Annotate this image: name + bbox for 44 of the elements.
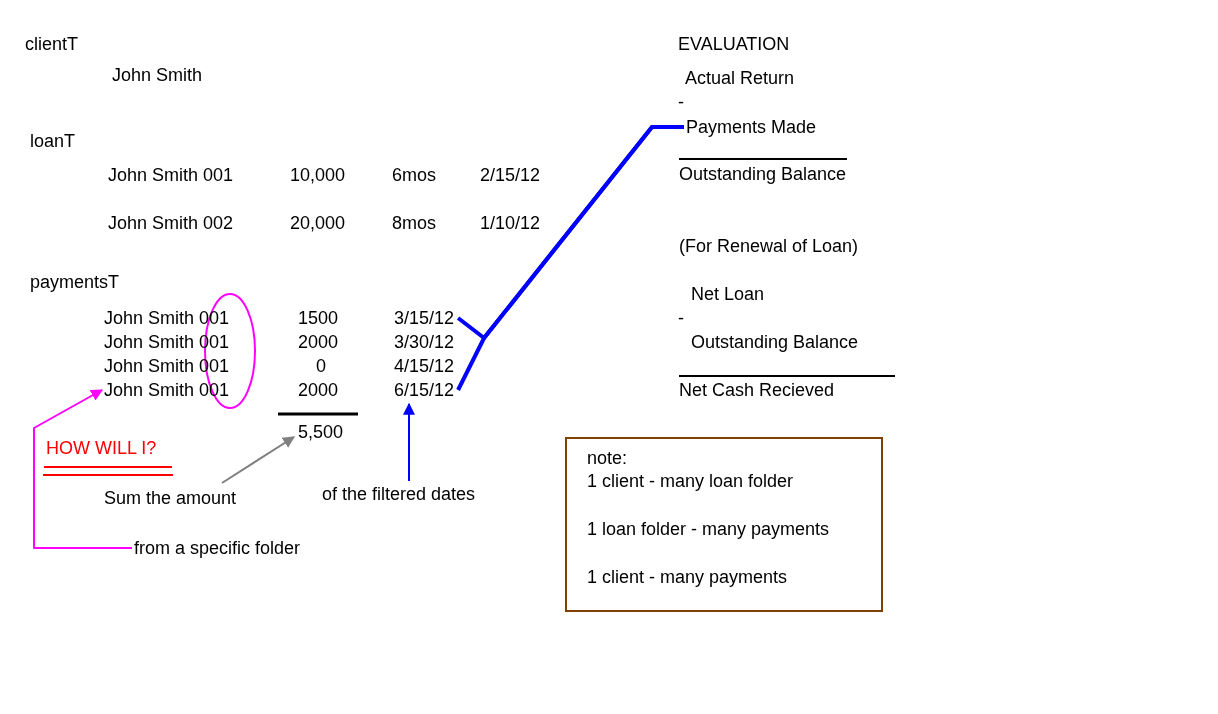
bracket-line xyxy=(456,125,684,391)
minus-sign: - xyxy=(678,91,684,113)
formula-note: (For Renewal of Loan) xyxy=(679,235,859,257)
annotation-text: of the filtered dates xyxy=(322,483,476,505)
arrow xyxy=(221,436,295,484)
formula-result: Outstanding Balance xyxy=(679,163,847,185)
note-heading: note: xyxy=(587,447,628,469)
formula-result: Net Cash Recieved xyxy=(679,379,835,401)
date-cell: 3/15/12 xyxy=(394,307,455,329)
term-cell: 8mos xyxy=(392,212,436,234)
annotation-text: Sum the amount xyxy=(104,487,237,509)
table-name: loanT xyxy=(30,130,76,152)
question-text: HOW WILL I? xyxy=(46,437,157,459)
date-cell: 1/10/12 xyxy=(480,212,541,234)
minus-sign: - xyxy=(678,307,684,329)
loan-folder-cell: John Smith 001 xyxy=(108,164,234,186)
formula-term: Outstanding Balance xyxy=(691,331,859,353)
term-cell: 6mos xyxy=(392,164,436,186)
arrow xyxy=(403,402,415,482)
amount-cell: 2000 xyxy=(298,379,339,401)
date-cell: 3/30/12 xyxy=(394,331,455,353)
formula-term: Actual Return xyxy=(685,67,795,89)
amount-cell: 10,000 xyxy=(290,164,346,186)
amount-cell: 2000 xyxy=(298,331,339,353)
amount-cell: 0 xyxy=(316,355,326,377)
formula-term: Net Loan xyxy=(691,283,765,305)
table-name: clientT xyxy=(25,33,78,55)
note-text: 1 client - many payments xyxy=(587,566,788,588)
note-text: 1 client - many loan folder xyxy=(587,470,794,492)
amount-cell: 1500 xyxy=(298,307,339,329)
loan-folder-cell: John Smith 002 xyxy=(108,212,234,234)
table-name: paymentsT xyxy=(30,271,120,293)
date-cell: 6/15/12 xyxy=(394,379,455,401)
date-cell: 2/15/12 xyxy=(480,164,541,186)
note-text: 1 loan folder - many payments xyxy=(587,518,830,540)
section-heading: EVALUATION xyxy=(678,33,790,55)
amount-cell: 20,000 xyxy=(290,212,346,234)
note-box xyxy=(565,437,883,612)
client-name: John Smith xyxy=(112,64,203,86)
annotation-text: from a specific folder xyxy=(134,537,301,559)
total-amount: 5,500 xyxy=(298,421,344,443)
formula-term: Payments Made xyxy=(686,116,817,138)
date-cell: 4/15/12 xyxy=(394,355,455,377)
arrow xyxy=(33,389,133,549)
